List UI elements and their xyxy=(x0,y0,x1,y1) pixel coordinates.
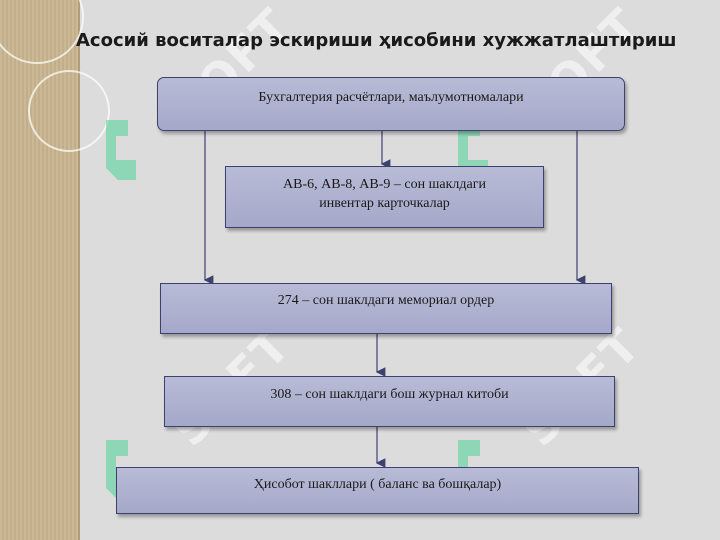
box-label-line1: АВ-6, АВ-8, АВ-9 – сон шаклдаги xyxy=(283,177,486,192)
side-strip-edge xyxy=(78,0,80,540)
watermark-logo-icon xyxy=(458,120,488,180)
watermark-logo-icon xyxy=(106,120,136,180)
page-title: Асосий воситалар эскириши ҳисобини хужжа… xyxy=(76,30,677,51)
box-label: Ҳисобот шакллари ( баланс ва бошқалар) xyxy=(253,477,502,492)
flow-box-inventory-cards: АВ-6, АВ-8, АВ-9 – сон шаклдаги инвентар… xyxy=(225,166,544,228)
decorative-circle-small xyxy=(28,70,110,152)
box-label-line2: инвентар карточкалар xyxy=(319,196,450,211)
flow-box-report-forms: Ҳисобот шакллари ( баланс ва бошқалар) xyxy=(116,467,639,514)
box-label: Бухгалтерия расчётлари, маълумотномалари xyxy=(258,90,524,105)
box-label: 274 – сон шаклдаги мемориал ордер xyxy=(277,293,495,308)
flow-box-general-journal: 308 – сон шаклдаги бош журнал китоби xyxy=(164,376,615,427)
flow-box-memorial-order: 274 – сон шаклдаги мемориал ордер xyxy=(160,283,612,334)
box-label: 308 – сон шаклдаги бош журнал китоби xyxy=(270,387,509,402)
flow-box-accounting-calculations: Бухгалтерия расчётлари, маълумотномалари xyxy=(157,77,625,131)
